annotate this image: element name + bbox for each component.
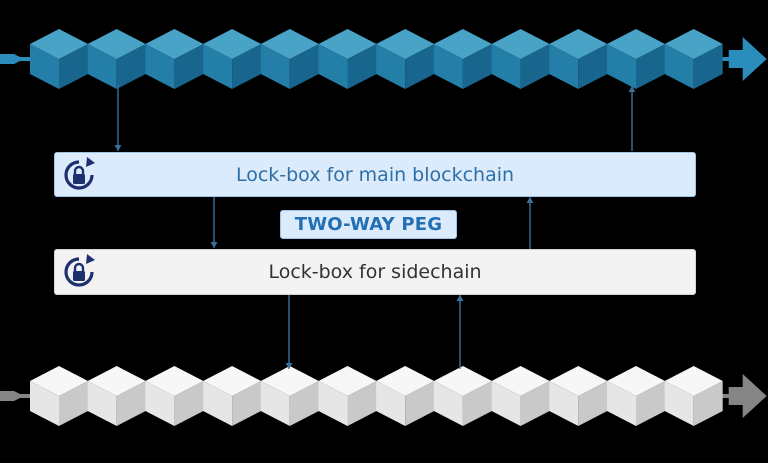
main-chain-block [549,29,608,89]
sidechain-entry-link [20,394,32,398]
lock-cycle-icon [64,157,95,190]
peg-connectors [114,84,636,369]
lock-cycle-icon [64,254,95,287]
block-top-face [318,366,377,396]
block-top-face [203,366,262,396]
sidechain-block [318,366,377,426]
main-blockchain [0,29,767,89]
sidechain-block [203,366,262,426]
block-top-face [664,29,723,59]
main-chain-block [376,29,435,89]
block-top-face [433,366,492,396]
block-top-face [491,366,550,396]
sidechain-block [145,366,204,426]
sidechain-block [87,366,146,426]
main-chain-block [203,29,262,89]
block-top-face [260,366,319,396]
lockbox-main-label: Lock-box for main blockchain [235,163,515,186]
lockbox-sidechain-label: Lock-box for sidechain [268,261,482,283]
release-arrow-sidechain-to-lockbox [456,295,464,369]
main-chain-block [30,29,88,89]
block-left-face [491,44,521,89]
main-chain-exit-arrow [728,37,767,81]
block-top-face [376,366,435,396]
block-top-face [145,366,204,396]
lock-arrow-lockbox-to-sidechain [285,295,293,369]
lockbox-main-blockchain: Lock-box for main blockchain [54,152,696,197]
sidechain-block [260,366,319,426]
block-top-face [87,366,146,396]
sidechain-block [491,366,550,426]
block-top-face [87,29,146,59]
block-top-face [376,29,435,59]
sidechain-block [549,366,608,426]
block-top-face [664,366,723,396]
main-chain-block [87,29,146,89]
block-top-face [549,366,608,396]
sidechain [0,366,767,426]
lockbox-sidechain: Lock-box for sidechain [54,249,696,295]
sidechain-block [607,366,665,426]
block-top-face [260,29,319,59]
main-chain-block [607,29,665,89]
main-chain-block [260,29,319,89]
peg-arrow-down [210,197,218,248]
main-chain-exit-link [720,57,733,61]
block-top-face [607,29,665,59]
sidechain-exit-arrow [728,374,767,418]
block-top-face [203,29,262,59]
main-chain-block [145,29,204,89]
block-top-face [491,29,550,59]
two-way-peg-label: TWO-WAY PEG [280,210,457,239]
main-chain-block [433,29,492,89]
block-top-face [318,29,377,59]
release-arrow-lockbox-to-main [628,86,636,151]
main-chain-block [318,29,377,89]
sidechain-block [664,366,723,426]
main-chain-entry-link [20,57,32,61]
block-left-face [491,381,521,426]
block-top-face [433,29,492,59]
block-top-face [30,366,88,396]
main-chain-block [491,29,550,89]
block-top-face [145,29,204,59]
sidechain-block [433,366,492,426]
block-top-face [607,366,665,396]
sidechain-entry-arrow [0,391,24,401]
sidechain-block [30,366,88,426]
main-chain-block [664,29,723,89]
block-top-face [549,29,608,59]
main-chain-entry-arrow [0,54,24,64]
block-top-face [30,29,88,59]
lock-arrow-main-to-lockbox [114,84,122,151]
sidechain-exit-link [720,394,733,398]
sidechain-block [376,366,435,426]
peg-arrow-up [526,197,534,249]
